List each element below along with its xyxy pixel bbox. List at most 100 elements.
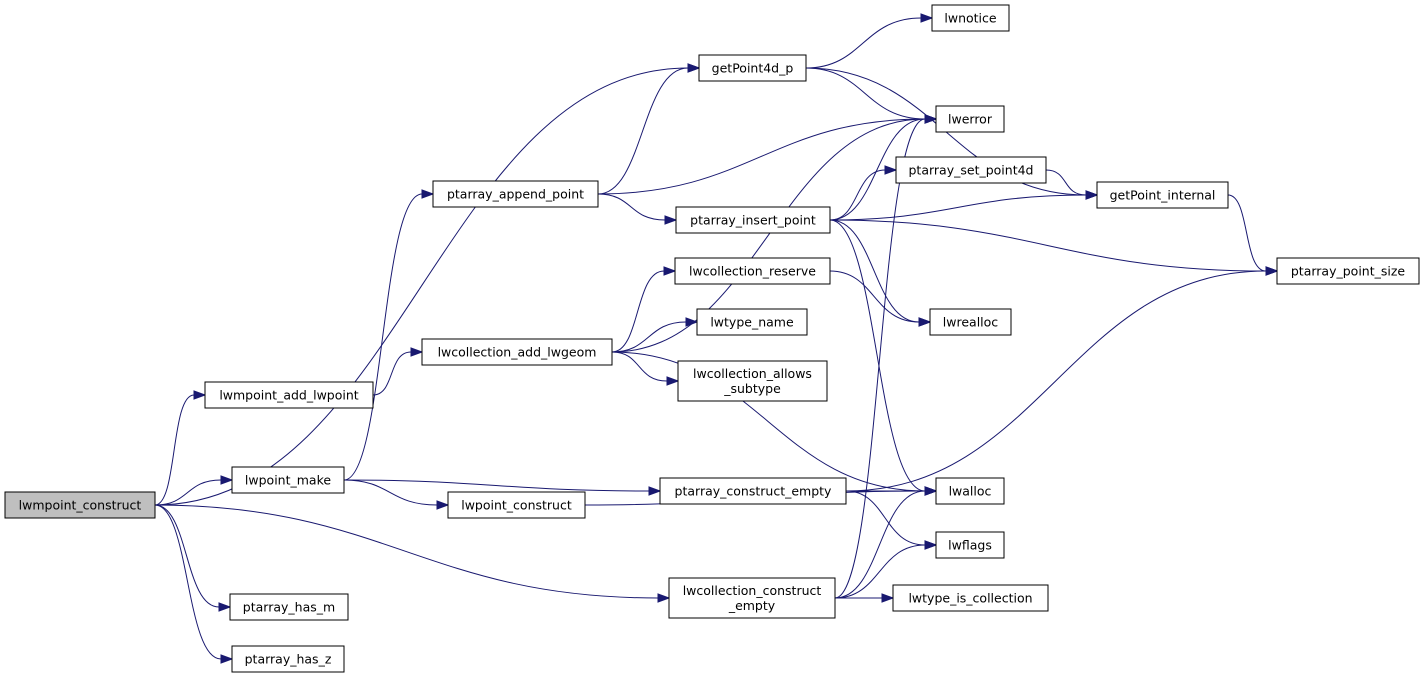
node-label: ptarray_append_point bbox=[447, 187, 584, 202]
node-lwcollection-allows-subtype[interactable]: lwcollection_allows_subtype bbox=[677, 360, 828, 402]
node-lwcollection-add-lwgeom[interactable]: lwcollection_add_lwgeom bbox=[421, 338, 613, 366]
edge-getPoint4d-p-to-lwnotice bbox=[805, 13, 934, 69]
node-label: _empty bbox=[728, 598, 776, 613]
node-box bbox=[895, 156, 1047, 184]
node-box bbox=[675, 206, 831, 234]
call-edges bbox=[154, 13, 1279, 664]
edge-lwmpoint-construct-to-lwpoint-make bbox=[154, 475, 234, 506]
edge-lwmpoint-add-lwpoint-to-lwcollection-add-lwgeom bbox=[372, 347, 424, 396]
node-lwalloc[interactable]: lwalloc bbox=[935, 477, 1005, 505]
node-ptarray-insert-point[interactable]: ptarray_insert_point bbox=[675, 206, 831, 234]
node-box bbox=[935, 105, 1005, 133]
node-box bbox=[432, 180, 599, 208]
node-lwpoint-construct[interactable]: lwpoint_construct bbox=[447, 491, 586, 519]
node-box bbox=[1276, 257, 1420, 285]
edge-ptarray-insert-point-to-ptarray-point-size bbox=[829, 219, 1279, 276]
edge-lwcollection-reserve-to-lwrealloc bbox=[829, 270, 932, 327]
edge-ptarray-construct-empty-to-ptarray-point-size bbox=[845, 266, 1279, 492]
node-label: lwnotice bbox=[944, 11, 997, 26]
node-box bbox=[935, 531, 1005, 559]
node-lwmpoint-construct[interactable]: lwmpoint_construct bbox=[4, 491, 156, 519]
node-box bbox=[696, 308, 808, 336]
node-box bbox=[421, 338, 613, 366]
edge-ptarray-set-point4d-to-getPoint-internal bbox=[1045, 169, 1099, 200]
edge-lwcollection-add-lwgeom-to-lwcollection-reserve bbox=[611, 266, 677, 353]
node-box bbox=[929, 308, 1012, 336]
edge-ptarray-insert-point-to-lwalloc bbox=[829, 219, 938, 496]
node-label: ptarray_construct_empty bbox=[675, 484, 833, 499]
edge-lwmpoint-construct-to-getPoint4d-p bbox=[154, 63, 701, 506]
node-label: ptarray_set_point4d bbox=[909, 163, 1034, 178]
node-label: ptarray_point_size bbox=[1291, 264, 1406, 279]
node-label: lwpoint_construct bbox=[461, 498, 572, 513]
node-label: getPoint4d_p bbox=[712, 61, 794, 76]
edge-lwpoint-make-to-ptarray-append-point bbox=[343, 189, 435, 481]
node-ptarray-set-point4d[interactable]: ptarray_set_point4d bbox=[895, 156, 1047, 184]
node-box bbox=[698, 54, 807, 82]
node-ptarray-has-z[interactable]: ptarray_has_z bbox=[231, 645, 345, 673]
node-getPoint4d-p[interactable]: getPoint4d_p bbox=[698, 54, 807, 82]
edge-ptarray-append-point-to-lwerror bbox=[597, 114, 938, 195]
edge-lwmpoint-construct-to-ptarray-has-m bbox=[154, 504, 232, 612]
node-label: lwcollection_add_lwgeom bbox=[438, 345, 597, 360]
node-lwcollection-reserve[interactable]: lwcollection_reserve bbox=[674, 257, 831, 285]
node-ptarray-append-point[interactable]: ptarray_append_point bbox=[432, 180, 599, 208]
node-label: lwcollection_reserve bbox=[689, 264, 816, 279]
function-nodes: lwmpoint_constructlwmpoint_add_lwpointlw… bbox=[4, 4, 1420, 673]
node-box bbox=[668, 577, 836, 619]
node-label: lwalloc bbox=[949, 484, 992, 499]
edge-getPoint-internal-to-ptarray-point-size bbox=[1227, 194, 1279, 276]
edge-ptarray-insert-point-to-getPoint-internal bbox=[829, 190, 1099, 221]
node-label: ptarray_insert_point bbox=[690, 213, 816, 228]
edge-lwcollection-add-lwgeom-to-lwtype-name bbox=[611, 317, 699, 353]
node-box bbox=[229, 593, 349, 621]
node-label: lwtype_is_collection bbox=[908, 591, 1032, 606]
edge-lwcollection-construct-empty-to-lwalloc bbox=[834, 486, 938, 599]
node-lwnotice[interactable]: lwnotice bbox=[931, 4, 1010, 32]
node-lwpoint-make[interactable]: lwpoint_make bbox=[231, 466, 345, 494]
edge-lwmpoint-construct-to-lwcollection-construct-empty bbox=[154, 504, 671, 603]
node-box bbox=[447, 491, 586, 519]
node-lwrealloc[interactable]: lwrealloc bbox=[929, 308, 1012, 336]
node-label: _subtype bbox=[723, 381, 781, 396]
node-box bbox=[231, 645, 345, 673]
edge-lwcollection-add-lwgeom-to-lwcollection-allows-subtype bbox=[611, 351, 680, 386]
node-box bbox=[4, 491, 156, 519]
edge-ptarray-append-point-to-getPoint4d-p bbox=[597, 63, 701, 195]
node-box bbox=[892, 584, 1049, 612]
node-ptarray-construct-empty[interactable]: ptarray_construct_empty bbox=[659, 477, 847, 505]
node-label: lwcollection_construct bbox=[683, 583, 822, 598]
node-ptarray-has-m[interactable]: ptarray_has_m bbox=[229, 593, 349, 621]
node-box bbox=[674, 257, 831, 285]
node-lwmpoint-add-lwpoint[interactable]: lwmpoint_add_lwpoint bbox=[204, 381, 374, 409]
node-lwerror[interactable]: lwerror bbox=[935, 105, 1005, 133]
edge-getPoint4d-p-to-lwerror bbox=[805, 67, 938, 124]
node-box bbox=[231, 466, 345, 494]
node-label: lwpoint_make bbox=[245, 473, 331, 488]
node-lwtype-is-collection[interactable]: lwtype_is_collection bbox=[892, 584, 1049, 612]
node-lwflags[interactable]: lwflags bbox=[935, 531, 1005, 559]
node-label: ptarray_has_m bbox=[243, 600, 335, 615]
edge-lwcollection-construct-empty-to-lwerror bbox=[834, 114, 938, 599]
node-label: lwmpoint_construct bbox=[19, 498, 142, 513]
node-box bbox=[677, 360, 828, 402]
edge-lwmpoint-construct-to-ptarray-has-z bbox=[154, 504, 234, 664]
node-lwtype-name[interactable]: lwtype_name bbox=[696, 308, 808, 336]
edge-ptarray-insert-point-to-ptarray-set-point4d bbox=[829, 165, 898, 221]
node-ptarray-point-size[interactable]: ptarray_point_size bbox=[1276, 257, 1420, 285]
node-box bbox=[204, 381, 374, 409]
edge-lwcollection-construct-empty-to-lwtype-is-collection bbox=[835, 593, 895, 603]
node-label: lwtype_name bbox=[710, 315, 794, 330]
node-box bbox=[935, 477, 1005, 505]
edge-lwcollection-construct-empty-to-lwflags bbox=[834, 540, 938, 599]
edge-lwmpoint-construct-to-lwmpoint-add-lwpoint bbox=[154, 390, 207, 506]
node-label: lwmpoint_add_lwpoint bbox=[219, 388, 358, 403]
node-label: ptarray_has_z bbox=[245, 652, 332, 667]
node-label: lwcollection_allows bbox=[693, 366, 812, 381]
node-label: getPoint_internal bbox=[1110, 188, 1216, 203]
node-lwcollection-construct-empty[interactable]: lwcollection_construct_empty bbox=[668, 577, 836, 619]
edge-lwpoint-make-to-ptarray-construct-empty bbox=[343, 479, 662, 496]
node-box bbox=[659, 477, 847, 505]
node-getPoint-internal[interactable]: getPoint_internal bbox=[1096, 181, 1229, 209]
